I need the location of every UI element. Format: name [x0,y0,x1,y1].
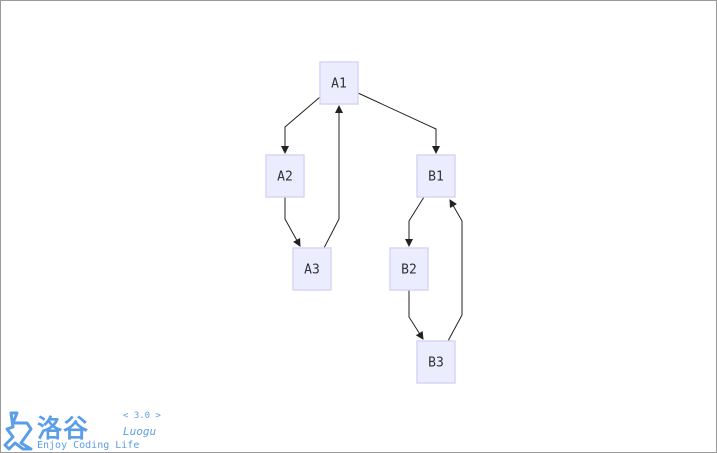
node-b2: B2 [389,247,429,291]
node-label: B3 [428,356,444,371]
node-a2: A2 [265,154,305,198]
node-label: B1 [428,170,444,185]
node-label: A3 [304,263,320,278]
edge-a2-to-a3 [284,197,301,247]
node-box [389,247,429,291]
node-b1: B1 [416,154,456,198]
watermark-slogan: Enjoy Coding Life [37,440,140,451]
edge-a3-to-a1 [323,105,343,249]
node-box [292,247,332,291]
edge-b2-to-b3 [408,290,424,340]
node-box [416,154,456,198]
watermark-version: < 3.0 > [123,411,161,421]
watermark-brand-cn: 洛谷 [37,414,90,443]
luogu-watermark: 洛谷 < 3.0 > Luogu Enjoy Coding Life [3,405,173,452]
edge-a1-to-a2 [281,96,321,154]
node-label: B2 [401,263,417,278]
luogu-logo-icon [3,411,33,451]
node-label: A2 [277,170,293,185]
node-label: A1 [331,77,347,92]
edges [281,92,463,342]
watermark-brand-latin: Luogu [123,425,157,438]
node-box [265,154,305,198]
node-box [319,61,359,105]
edge-a1-to-b1 [357,92,440,154]
edge-b1-to-b2 [405,196,425,247]
node-box [416,340,456,384]
node-b3: B3 [416,340,456,384]
edge-b3-to-b1 [447,199,463,342]
node-a3: A3 [292,247,332,291]
node-a1: A1 [319,61,359,105]
